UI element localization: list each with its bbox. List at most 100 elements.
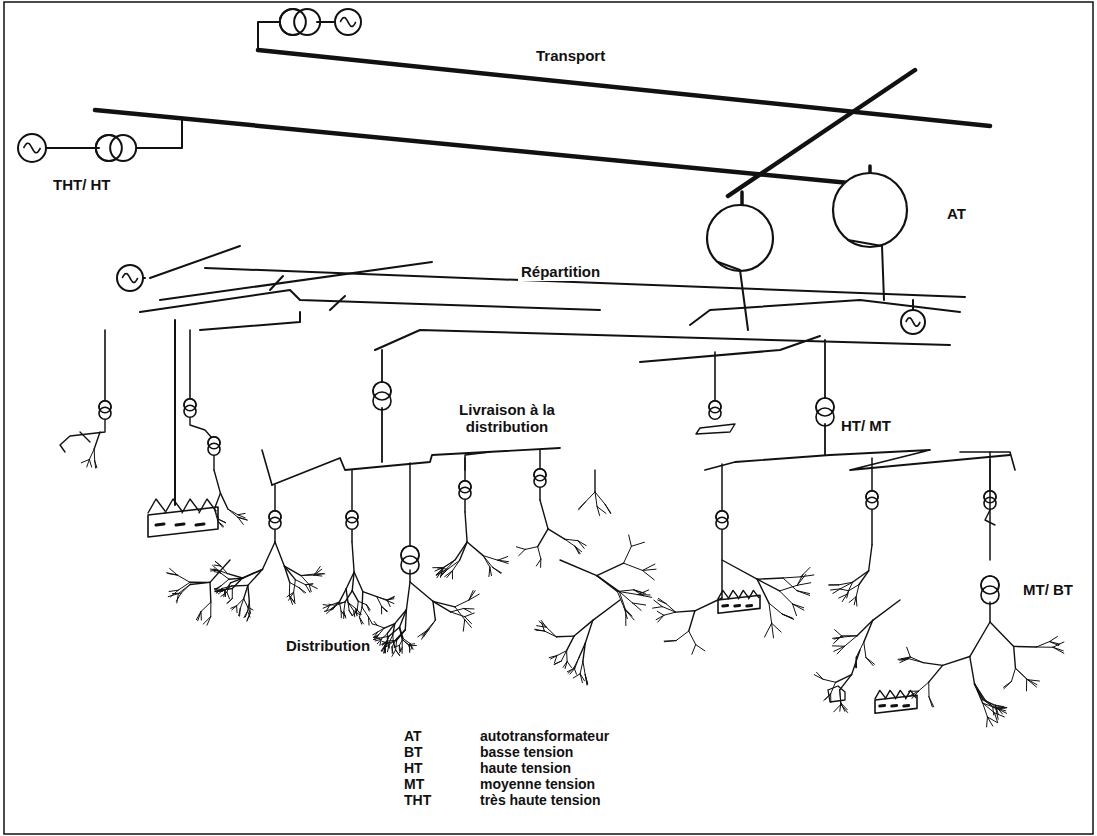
distribution-branch — [985, 700, 996, 709]
building-window — [735, 604, 740, 608]
distribution-branch — [367, 605, 371, 610]
wire — [409, 463, 411, 550]
distribution-branch — [362, 607, 368, 617]
distribution-branch — [455, 600, 469, 607]
distribution-branch — [987, 717, 997, 723]
distribution-branch — [834, 704, 841, 711]
distribution-branch — [658, 598, 666, 603]
distribution-branch — [382, 606, 387, 611]
distribution-branch — [392, 635, 394, 642]
distribution-branch — [301, 576, 309, 585]
distribution-branch — [519, 549, 525, 555]
distribution-branch — [656, 615, 664, 619]
distribution-branch — [833, 589, 841, 594]
distribution-branch — [384, 646, 385, 653]
wire — [174, 320, 176, 505]
distribution-branch — [540, 500, 548, 529]
distribution-branch — [1036, 642, 1049, 647]
distribution-branch — [676, 611, 695, 612]
distribution-branch — [824, 694, 831, 701]
distribution-branch — [970, 622, 990, 657]
distribution-branch — [354, 572, 363, 592]
distribution-branch — [551, 656, 557, 659]
wire — [213, 456, 214, 470]
distribution-branch — [455, 542, 467, 560]
distribution-branch — [352, 542, 354, 572]
distribution-branch — [557, 651, 567, 656]
distribution-branch — [854, 597, 856, 605]
distribution-branch — [907, 647, 911, 657]
distribution-branch — [498, 560, 509, 561]
distribution-branch — [408, 645, 410, 650]
distribution-branch — [445, 571, 453, 577]
distribution-branch — [578, 502, 585, 510]
distribution-branch — [215, 586, 221, 589]
distribution-branch — [464, 608, 472, 612]
distribution-branch — [769, 603, 782, 614]
distribution-branch — [190, 582, 210, 584]
distribution-branch — [839, 594, 847, 598]
distribution-branch — [89, 449, 94, 459]
distribution-branch — [395, 640, 397, 650]
distribution-branch — [565, 661, 567, 668]
distribution-branch — [859, 571, 869, 585]
repartition-line — [200, 312, 300, 330]
distribution-branch — [387, 640, 397, 642]
distribution-branch — [580, 661, 583, 674]
distribution-branch — [853, 571, 869, 582]
distribution-branch — [341, 611, 345, 617]
distribution-branch — [597, 563, 624, 575]
distribution-branch — [1053, 647, 1063, 651]
distribution-branch — [929, 697, 934, 707]
legend-text: MT — [402, 777, 426, 792]
distribution-branch — [1053, 647, 1064, 653]
legend-text: haute tension — [478, 761, 573, 776]
distribution-branch — [560, 560, 597, 576]
distribution-branch — [814, 675, 823, 680]
building-window — [747, 604, 752, 608]
wire — [912, 300, 914, 310]
network-label: HT/ MT — [838, 416, 894, 435]
distribution-branch — [284, 566, 301, 575]
wire — [46, 147, 99, 149]
distribution-branch — [538, 529, 548, 547]
distribution-branch — [839, 582, 853, 585]
distribution-branch — [662, 607, 675, 613]
legend-text: basse tension — [478, 745, 575, 760]
wire — [190, 418, 212, 438]
distribution-branch — [841, 635, 857, 636]
roof-shed — [875, 690, 885, 698]
distribution-branch — [244, 599, 248, 607]
distribution-branch — [372, 637, 379, 638]
distribution-branch — [465, 620, 472, 628]
distribution-branch — [378, 628, 385, 632]
distribution-branch — [765, 623, 772, 637]
distribution-branch — [568, 668, 574, 674]
transformer-winding — [346, 511, 358, 523]
distribution-branch — [380, 636, 389, 638]
distribution-branch — [970, 657, 975, 684]
distribution-branch — [617, 591, 624, 607]
distribution-branch — [722, 560, 757, 579]
repartition-line — [375, 330, 950, 350]
wire — [274, 485, 276, 510]
distribution-branch — [215, 561, 221, 566]
wire — [270, 276, 283, 290]
distribution-branch — [392, 650, 396, 656]
distribution-branch — [995, 705, 1004, 707]
transformer-winding — [866, 491, 878, 503]
roof-shed — [182, 499, 199, 513]
distribution-branch — [840, 690, 841, 705]
wire — [132, 118, 182, 148]
distribution-branch — [443, 560, 455, 568]
wire — [824, 424, 826, 455]
wire — [258, 22, 283, 50]
distribution-branch — [556, 635, 574, 637]
distribution-branch — [624, 608, 632, 616]
distribution-branch — [326, 606, 330, 612]
distribution-branch — [664, 640, 676, 642]
transformer-winding — [280, 9, 306, 35]
distribution-branch — [574, 658, 579, 668]
distribution-branch — [829, 584, 839, 585]
roof-shed — [895, 690, 905, 698]
